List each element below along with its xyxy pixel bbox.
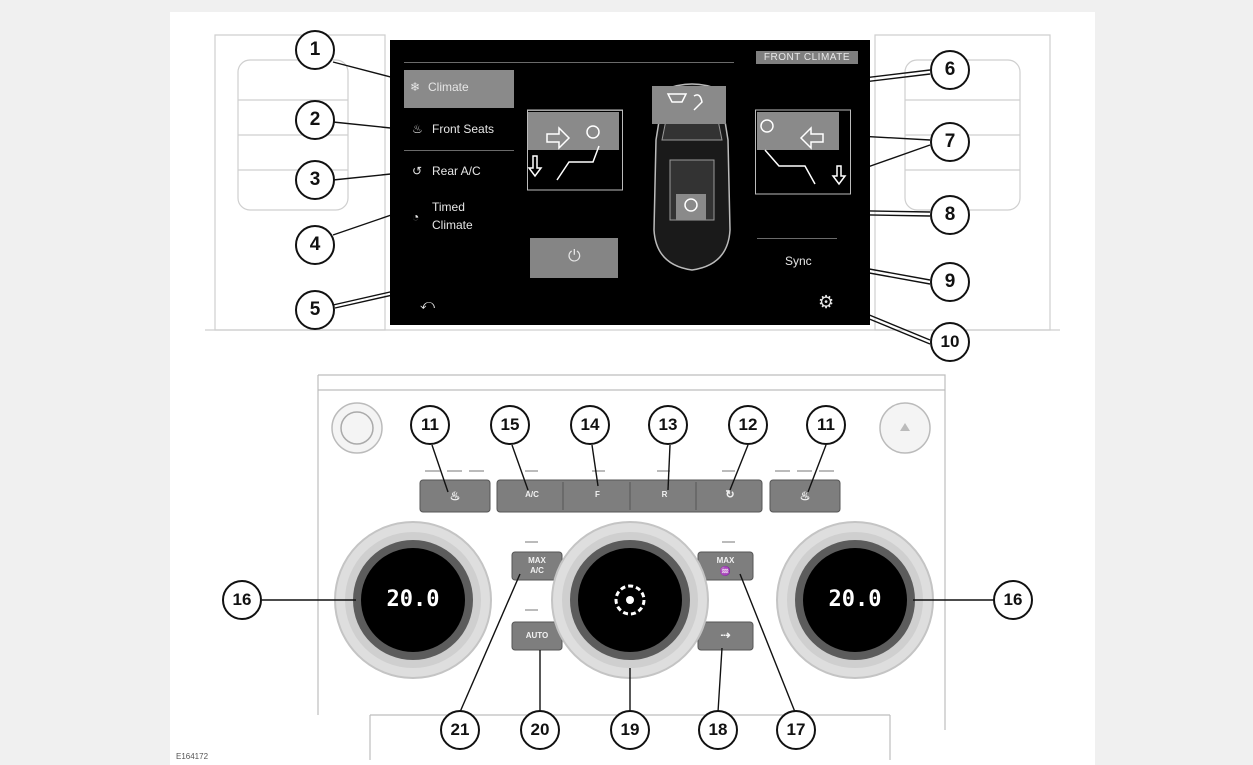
- menu-front-seats[interactable]: Front Seats: [432, 122, 495, 136]
- back-icon[interactable]: ⤺: [420, 296, 435, 312]
- front-windscreen-button: [652, 86, 726, 124]
- sync-divider: [757, 238, 837, 239]
- menu-climate-label: Climate: [428, 80, 469, 94]
- callout-17: 17: [776, 710, 816, 750]
- seat-icon: ♨: [412, 122, 423, 136]
- callout-6: 6: [930, 50, 970, 90]
- car-top-view: [652, 83, 731, 271]
- menu-timed-climate-line1[interactable]: Timed: [432, 200, 465, 214]
- touchscreen-display: FRONT CLIMATE ❄ Climate ♨ Front Seats ↺ …: [390, 40, 870, 325]
- callout-13: 13: [648, 405, 688, 445]
- callout-14: 14: [570, 405, 610, 445]
- left-airflow-upper-button[interactable]: [527, 112, 619, 150]
- callout-16-left: 16: [222, 580, 262, 620]
- callout-5: 5: [295, 290, 335, 330]
- callout-15: 15: [490, 405, 530, 445]
- lock-button: [676, 194, 706, 220]
- max-defrost-label: MAX: [716, 556, 735, 565]
- callout-16-right: 16: [993, 580, 1033, 620]
- fan-speed-dial[interactable]: [551, 521, 709, 679]
- right-temperature-dial[interactable]: [776, 521, 934, 679]
- callout-19: 19: [610, 710, 650, 750]
- callout-1: 1: [295, 30, 335, 70]
- max-defrost-icon: ♒: [719, 566, 732, 576]
- left-temperature-dial[interactable]: [334, 521, 492, 679]
- left-seat-icon: ♨: [449, 489, 461, 503]
- front-defrost-button[interactable]: F: [595, 490, 600, 499]
- right-airflow-icon: [755, 109, 851, 195]
- auto-label: AUTO: [525, 631, 549, 640]
- callout-8: 8: [930, 195, 970, 235]
- callout-18: 18: [698, 710, 738, 750]
- callout-4: 4: [295, 225, 335, 265]
- callout-11-left: 11: [410, 405, 450, 445]
- menu-timed-climate-line2[interactable]: Climate: [432, 218, 473, 232]
- right-seat-heat-button[interactable]: [769, 479, 841, 513]
- max-ac-label-line2: A/C: [530, 566, 544, 575]
- callout-21: 21: [440, 710, 480, 750]
- small-knob-left[interactable]: [331, 402, 383, 454]
- ac-button[interactable]: A/C: [525, 490, 539, 499]
- callout-2: 2: [295, 100, 335, 140]
- callout-3: 3: [295, 160, 335, 200]
- left-temperature-readout: 20.0: [386, 587, 440, 612]
- climate-icon: ❄: [410, 80, 421, 94]
- power-button[interactable]: [530, 238, 618, 278]
- air-distribution-icon: ⇢: [720, 628, 731, 642]
- menu-item-climate[interactable]: [404, 70, 514, 108]
- left-airflow-icon: [527, 109, 623, 191]
- figure-id: E164172: [176, 752, 209, 761]
- callout-20: 20: [520, 710, 560, 750]
- screen-title: FRONT CLIMATE: [755, 51, 858, 64]
- screen-divider: [404, 62, 734, 63]
- menu-divider: [404, 150, 514, 151]
- timer-icon: ◔: [412, 210, 420, 224]
- settings-icon[interactable]: ⚙: [818, 292, 835, 312]
- callout-11-right: 11: [806, 405, 846, 445]
- power-icon: ⏻: [568, 248, 581, 265]
- rear-ac-icon: ↺: [412, 164, 423, 178]
- rear-defrost-button[interactable]: R: [661, 490, 668, 499]
- button-strip: [419, 470, 841, 651]
- recirculation-button[interactable]: ↻: [725, 489, 735, 501]
- max-ac-label-line1: MAX: [528, 556, 546, 565]
- callout-12: 12: [728, 405, 768, 445]
- callout-9: 9: [930, 262, 970, 302]
- callout-7: 7: [930, 122, 970, 162]
- right-seat-icon: ♨: [799, 489, 811, 503]
- right-temperature-readout: 20.0: [828, 587, 882, 612]
- small-knob-right[interactable]: [879, 402, 931, 454]
- left-seat-heat-button[interactable]: [419, 479, 491, 513]
- menu-rear-ac[interactable]: Rear A/C: [432, 164, 481, 178]
- sync-button[interactable]: Sync: [785, 254, 812, 268]
- callout-10: 10: [930, 322, 970, 362]
